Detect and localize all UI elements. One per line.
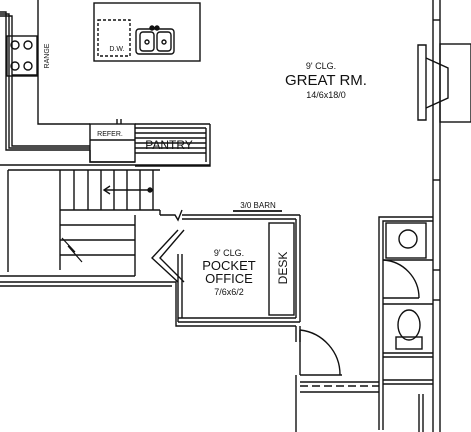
kitchen-island: [93, 2, 201, 62]
sink-vanity: [385, 222, 427, 259]
great-room-walls: [417, 0, 471, 432]
dishwasher-label: D.W.: [109, 46, 124, 53]
pocket-office-walls: [151, 209, 301, 323]
desk: [268, 222, 295, 316]
staircase: [0, 164, 210, 277]
pocket-office-title-line1: POCKET: [202, 258, 256, 273]
dishwasher-outline: [97, 19, 131, 57]
great-room-size: 14/6x18/0: [306, 90, 346, 100]
great-room-title: GREAT RM.: [285, 72, 367, 89]
refrigerator-label: REFER.: [97, 131, 123, 138]
great-room-ceiling: 9' CLG.: [306, 61, 336, 71]
refrigerator: [89, 119, 136, 163]
pocket-office-title-line2: OFFICE: [205, 271, 253, 286]
pocket-office-size: 7/6x6/2: [214, 287, 244, 297]
range: [6, 35, 38, 77]
barn-door-label: 3/0 BARN: [240, 201, 276, 210]
fireplace: [439, 43, 471, 123]
pocket-office-ceiling: 9' CLG.: [214, 248, 244, 258]
kitchen-counter: [0, 0, 211, 167]
toilet: [395, 309, 423, 350]
desk-label: DESK: [276, 252, 290, 285]
powder-room: [378, 216, 433, 430]
labels: 9' CLG. GREAT RM. 14/6x18/0 9' CLG. POCK…: [44, 43, 367, 297]
door-swing: [299, 329, 341, 376]
range-label: RANGE: [44, 43, 51, 68]
lower-walls: [0, 281, 424, 432]
pantry-label: PANTRY: [145, 138, 193, 152]
